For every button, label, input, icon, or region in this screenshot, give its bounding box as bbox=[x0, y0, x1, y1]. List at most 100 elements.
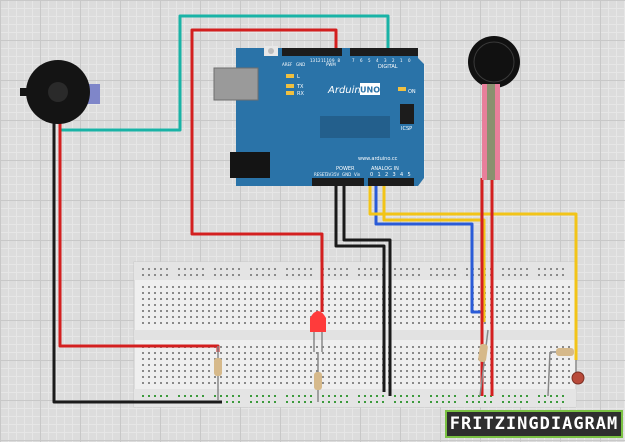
breadboard-hole bbox=[268, 298, 270, 300]
breadboard-hole bbox=[562, 274, 564, 276]
breadboard-hole bbox=[148, 382, 150, 384]
breadboard-hole bbox=[166, 322, 168, 324]
breadboard-hole bbox=[550, 322, 552, 324]
breadboard-hole bbox=[202, 376, 204, 378]
breadboard-hole bbox=[202, 358, 204, 360]
breadboard-hole bbox=[148, 370, 150, 372]
breadboard-hole bbox=[292, 304, 294, 306]
breadboard-hole bbox=[508, 382, 510, 384]
breadboard-hole bbox=[400, 370, 402, 372]
breadboard-hole bbox=[502, 382, 504, 384]
breadboard-hole bbox=[454, 310, 456, 312]
breadboard-hole bbox=[442, 395, 444, 397]
breadboard-hole bbox=[250, 358, 252, 360]
breadboard-hole bbox=[352, 382, 354, 384]
piezo-buzzer bbox=[20, 60, 100, 124]
breadboard-hole bbox=[166, 352, 168, 354]
breadboard-hole bbox=[520, 358, 522, 360]
usb-port bbox=[213, 67, 259, 101]
breadboard-hole bbox=[466, 370, 468, 372]
breadboard-hole bbox=[280, 304, 282, 306]
breadboard-hole bbox=[166, 292, 168, 294]
breadboard-hole bbox=[562, 370, 564, 372]
breadboard-hole bbox=[322, 352, 324, 354]
breadboard-hole bbox=[226, 268, 228, 270]
breadboard-hole bbox=[250, 401, 252, 403]
breadboard-hole bbox=[304, 352, 306, 354]
breadboard-hole bbox=[262, 401, 264, 403]
breadboard-hole bbox=[190, 304, 192, 306]
breadboard-hole bbox=[568, 364, 570, 366]
breadboard-hole bbox=[448, 376, 450, 378]
breadboard-hole bbox=[214, 292, 216, 294]
breadboard-hole bbox=[400, 322, 402, 324]
breadboard-hole bbox=[562, 358, 564, 360]
breadboard-hole bbox=[382, 401, 384, 403]
breadboard-hole bbox=[418, 346, 420, 348]
breadboard-hole bbox=[196, 310, 198, 312]
breadboard-hole bbox=[550, 274, 552, 276]
breadboard-hole bbox=[238, 370, 240, 372]
breadboard-hole bbox=[220, 382, 222, 384]
breadboard-hole bbox=[436, 322, 438, 324]
breadboard-hole bbox=[238, 316, 240, 318]
breadboard-hole bbox=[430, 274, 432, 276]
breadboard-hole bbox=[154, 268, 156, 270]
gnd-power-label: GND bbox=[342, 172, 351, 177]
breadboard-hole bbox=[274, 292, 276, 294]
breadboard-center-channel bbox=[134, 330, 576, 340]
breadboard-hole bbox=[256, 364, 258, 366]
breadboard-hole bbox=[178, 358, 180, 360]
breadboard-hole bbox=[268, 268, 270, 270]
breadboard-hole bbox=[466, 358, 468, 360]
breadboard-hole bbox=[262, 286, 264, 288]
breadboard-hole bbox=[148, 376, 150, 378]
breadboard-hole bbox=[508, 316, 510, 318]
breadboard-hole bbox=[298, 395, 300, 397]
breadboard-hole bbox=[514, 358, 516, 360]
breadboard-hole bbox=[346, 352, 348, 354]
breadboard-hole bbox=[310, 274, 312, 276]
breadboard-hole bbox=[238, 310, 240, 312]
breadboard-hole bbox=[292, 346, 294, 348]
breadboard-hole bbox=[334, 292, 336, 294]
breadboard-hole bbox=[358, 298, 360, 300]
breadboard-hole bbox=[322, 395, 324, 397]
breadboard-hole bbox=[298, 298, 300, 300]
breadboard-hole bbox=[346, 292, 348, 294]
breadboard-hole bbox=[400, 401, 402, 403]
aref-label: AREF bbox=[282, 62, 293, 67]
breadboard-hole bbox=[190, 382, 192, 384]
breadboard-hole bbox=[472, 382, 474, 384]
breadboard-hole bbox=[262, 370, 264, 372]
breadboard-hole bbox=[256, 298, 258, 300]
breadboard-hole bbox=[166, 298, 168, 300]
on-label: ON bbox=[408, 89, 416, 95]
breadboard-hole bbox=[196, 292, 198, 294]
breadboard-hole bbox=[556, 401, 558, 403]
breadboard-hole bbox=[520, 304, 522, 306]
breadboard-hole bbox=[286, 401, 288, 403]
breadboard-hole bbox=[502, 358, 504, 360]
digital-pin-label: 9 bbox=[332, 58, 335, 63]
breadboard-hole bbox=[544, 286, 546, 288]
breadboard-hole bbox=[310, 395, 312, 397]
analog-pin-label: 5 bbox=[408, 172, 411, 178]
breadboard-hole bbox=[508, 358, 510, 360]
breadboard-hole bbox=[394, 268, 396, 270]
breadboard-hole bbox=[274, 358, 276, 360]
breadboard-hole bbox=[358, 370, 360, 372]
breadboard-hole bbox=[358, 346, 360, 348]
breadboard-hole bbox=[412, 316, 414, 318]
breadboard-hole bbox=[202, 304, 204, 306]
resistor-photocell-ground bbox=[547, 351, 551, 397]
breadboard-hole bbox=[280, 364, 282, 366]
breadboard-hole bbox=[190, 298, 192, 300]
breadboard-hole bbox=[352, 352, 354, 354]
breadboard-hole bbox=[430, 322, 432, 324]
force-sensor-ring bbox=[473, 41, 515, 83]
breadboard-hole bbox=[154, 274, 156, 276]
breadboard-hole bbox=[430, 401, 432, 403]
breadboard-hole bbox=[352, 310, 354, 312]
breadboard-hole bbox=[406, 346, 408, 348]
